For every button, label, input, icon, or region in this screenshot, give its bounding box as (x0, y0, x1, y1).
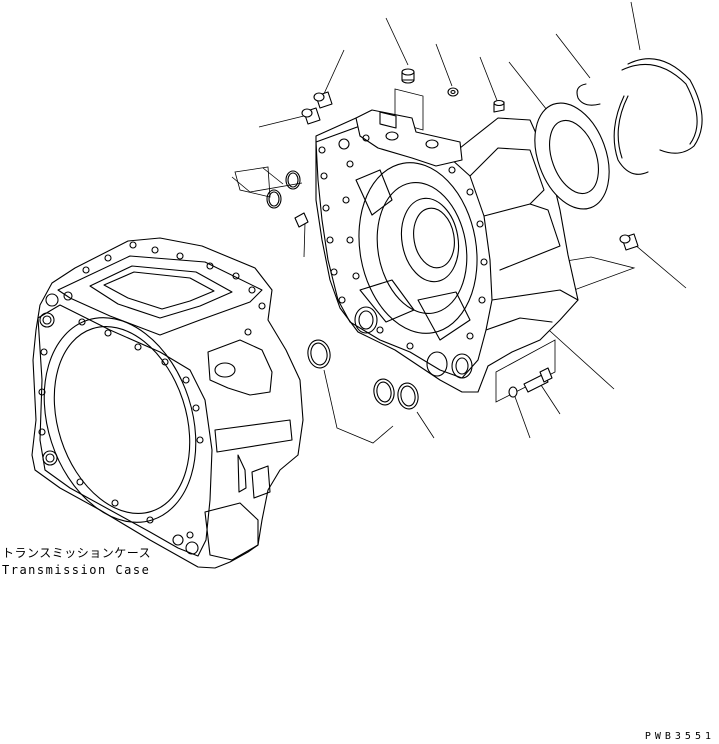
small-plug (493, 99, 505, 113)
case-side-rib (214, 419, 293, 453)
case-main-bore (43, 317, 197, 523)
housing (315, 109, 579, 393)
case-top-opening (89, 265, 233, 319)
leader-line (508, 61, 548, 111)
left-bolt (301, 107, 321, 125)
housing-port-inner (358, 310, 374, 330)
case-top-inner (103, 271, 215, 310)
snap-ring-large (613, 58, 703, 175)
leader-line (322, 49, 345, 97)
o-rings-upper (266, 170, 301, 209)
leader-line (539, 321, 615, 390)
leader-line (416, 411, 435, 439)
leader-line (555, 33, 591, 79)
housing-outline (315, 117, 579, 393)
housing-web (359, 279, 415, 323)
leader-line (540, 384, 561, 415)
case-side-boss (207, 339, 273, 396)
bolt-group-bracket (495, 339, 556, 403)
housing-lower-edge (485, 317, 553, 331)
dowel-pin (294, 212, 309, 228)
case-top-face (57, 255, 263, 336)
housing-bolt-holes (318, 134, 488, 350)
upper-left-bolt (313, 91, 333, 109)
housing-web (417, 291, 471, 341)
washer (447, 87, 459, 97)
housing-bore-outer (358, 162, 478, 334)
housing-top-boss-face (379, 111, 397, 129)
right-bolt (619, 233, 639, 251)
o-rings-lower (307, 339, 419, 410)
leader-line (479, 56, 499, 104)
housing-web (355, 169, 393, 216)
case-side-slot (237, 454, 247, 493)
leader-line (262, 167, 284, 185)
plug (401, 68, 415, 84)
housing-bore-inner (400, 197, 460, 283)
housing-side-edge (483, 203, 561, 271)
housing-port (451, 353, 473, 379)
housing-port (426, 351, 448, 377)
leader-line (323, 369, 394, 444)
caption-english: Transmission Case (2, 563, 151, 577)
leader-line (231, 176, 303, 193)
housing-bore (376, 182, 468, 314)
leader-line (435, 43, 453, 87)
housing-top-port (425, 139, 439, 149)
housing-side-edge (491, 289, 579, 301)
case-main-bore-inner (53, 326, 191, 514)
transmission-case (31, 237, 304, 569)
leader-line (385, 17, 409, 66)
leader-line (513, 393, 531, 439)
snap-ring-small (576, 83, 601, 106)
figure-number: PWB3551 (644, 731, 715, 742)
case-side-pad (251, 465, 271, 499)
lower-bolt (523, 367, 553, 393)
plug-group-bracket (394, 88, 424, 131)
case-side-hole (214, 362, 236, 378)
housing-top-boss (355, 109, 463, 167)
case-bolt-holes (38, 241, 266, 555)
seal-ring (534, 102, 610, 210)
case-outline (31, 237, 304, 569)
case-bottom-boss (204, 502, 259, 561)
housing-top-port (385, 131, 399, 141)
housing-port (354, 306, 378, 334)
housing-port-inner (455, 357, 469, 375)
caption-japanese: トランスミッションケース (2, 546, 152, 560)
leader-line (303, 222, 306, 258)
housing-bore-core (413, 207, 455, 269)
leader-line (633, 243, 687, 289)
seal-group-bracket (234, 166, 271, 198)
leader-line (630, 1, 641, 51)
housing-top-edge (469, 147, 545, 205)
lower-washer (508, 386, 518, 398)
